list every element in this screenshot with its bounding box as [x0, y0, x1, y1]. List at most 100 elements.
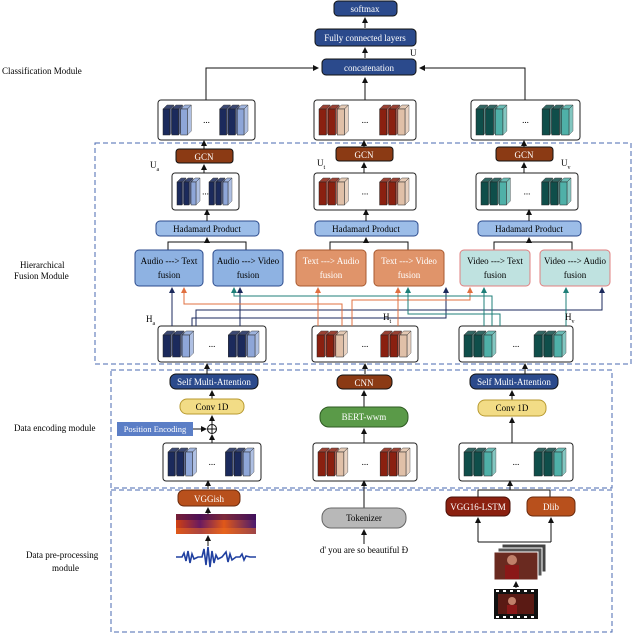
bert-wwm-box: BERT-wwm — [319, 406, 409, 428]
svg-text:fusion: fusion — [564, 270, 587, 280]
text-to-audio-fusion: Text ---> Audio fusion — [295, 249, 367, 287]
svg-text:GCN: GCN — [514, 150, 534, 160]
h-video-label: Hv — [565, 312, 575, 325]
self-attention-video: Self Multi-Attention — [469, 373, 559, 390]
hadamard-text: Hadamard Product — [314, 220, 419, 237]
svg-text:CNN: CNN — [354, 378, 374, 388]
ellipsis-label: ... — [524, 187, 531, 197]
svg-text:Conv 1D: Conv 1D — [496, 403, 529, 413]
feature-block-video-top: ... — [470, 99, 581, 141]
h-audio-label: Ha — [146, 314, 156, 327]
preprocess-region — [110, 489, 613, 633]
svg-text:fusion: fusion — [237, 270, 260, 280]
conv1d-audio: Conv 1D — [179, 398, 245, 415]
encoding-module-label: Data encoding module — [14, 423, 95, 433]
svg-text:fusion: fusion — [484, 270, 507, 280]
svg-text:Tokenizer: Tokenizer — [346, 513, 382, 523]
gcn-text: GCN — [335, 146, 394, 162]
video-frames-image — [493, 543, 547, 581]
self-attention-audio: Self Multi-Attention — [169, 373, 259, 390]
feature-block-video-encoded: ... — [458, 442, 574, 482]
fusion-module-label-1: Hierarchical — [20, 260, 65, 270]
ellipsis-label: ... — [362, 457, 369, 467]
classification-module-label: Classification Module — [2, 66, 82, 76]
conv1d-video: Conv 1D — [477, 399, 547, 417]
preprocess-module-label-1: Data pre-processing — [26, 550, 99, 560]
svg-text:GCN: GCN — [194, 152, 214, 162]
svg-text:VGGish: VGGish — [194, 494, 225, 504]
text-to-video-fusion: Text ---> Video fusion — [373, 249, 445, 287]
svg-text:GCN: GCN — [354, 150, 374, 160]
cross-modal-connectors — [169, 287, 605, 326]
svg-text:Hadamard Product: Hadamard Product — [332, 224, 400, 234]
u-label: U — [410, 48, 417, 58]
hadamard-audio: Hadamard Product — [155, 220, 260, 237]
u-audio-label: Ua — [150, 160, 160, 173]
gcn-video: GCN — [495, 146, 554, 162]
svg-text:fusion: fusion — [320, 270, 343, 280]
feature-block-text-encoded: ... — [312, 442, 418, 482]
fc-layers-label: Fully connected layers — [324, 33, 406, 43]
ellipsis-label: ... — [209, 339, 216, 349]
audio-to-video-fusion: Audio ---> Video fusion — [212, 249, 284, 287]
u-video-label: Uv — [561, 158, 571, 171]
encoding-region — [110, 369, 613, 489]
svg-text:Audio ---> Text: Audio ---> Text — [141, 256, 198, 266]
video-to-text-fusion: Video ---> Text fusion — [459, 249, 531, 287]
dlib-box: Dlib — [526, 496, 576, 517]
svg-text:Dlib: Dlib — [543, 502, 560, 512]
ellipsis-label: ... — [513, 339, 520, 349]
feature-block-audio-ua: ... — [171, 172, 240, 211]
svg-text:Conv 1D: Conv 1D — [196, 402, 229, 412]
input-sentence: d' you are so beautiful Ð — [320, 545, 409, 555]
video-filmstrip-image — [494, 589, 538, 619]
spectrogram-image — [176, 514, 256, 534]
gcn-audio: GCN — [175, 148, 234, 164]
ellipsis-label: ... — [362, 339, 369, 349]
preprocess-module-label-2: module — [52, 563, 79, 573]
svg-text:fusion: fusion — [398, 270, 421, 280]
feature-block-text-top: ... — [313, 99, 417, 141]
svg-text:Audio ---> Video: Audio ---> Video — [217, 256, 280, 266]
h-text-label: Ht — [383, 312, 392, 325]
ellipsis-label: ... — [203, 115, 210, 125]
ellipsis-label: ... — [202, 187, 209, 197]
svg-text:Text ---> Audio: Text ---> Audio — [303, 256, 360, 266]
position-encoding-box: Position Encoding — [117, 422, 193, 436]
feature-block-audio-encoded: ... — [162, 442, 262, 482]
svg-text:Self Multi-Attention: Self Multi-Attention — [477, 377, 551, 387]
feature-block-audio-ha: ... — [157, 325, 267, 363]
vgg16-lstm-box: VGG16-LSTM — [445, 496, 511, 517]
ellipsis-label: ... — [522, 115, 529, 125]
cnn-box: CNN — [336, 374, 393, 390]
tokenizer-box: Tokenizer — [321, 507, 407, 529]
ellipsis-label: ... — [513, 457, 520, 467]
softmax-box — [333, 0, 398, 17]
ellipsis-label: ... — [362, 187, 369, 197]
feature-block-audio-top: ... — [157, 99, 256, 141]
ellipsis-label: ... — [209, 457, 216, 467]
concatenation-label: concatenation — [344, 63, 394, 73]
u-text-label: Ut — [317, 158, 326, 171]
softmax-label: softmax — [351, 4, 380, 14]
audio-to-text-fusion: Audio ---> Text fusion — [134, 249, 204, 287]
svg-text:Hadamard Product: Hadamard Product — [495, 224, 563, 234]
feature-block-text-ht: ... — [311, 325, 419, 363]
fc-layers-box — [314, 28, 417, 47]
svg-text:BERT-wwm: BERT-wwm — [342, 412, 387, 422]
svg-text:Self Multi-Attention: Self Multi-Attention — [177, 377, 251, 387]
svg-text:Video ---> Text: Video ---> Text — [467, 256, 523, 266]
add-operator-icon — [207, 424, 217, 434]
fusion-module-label-2: Fusion Module — [14, 271, 69, 281]
svg-text:Video ---> Audio: Video ---> Audio — [544, 256, 607, 266]
svg-text:fusion: fusion — [158, 270, 181, 280]
feature-block-video-hv: ... — [458, 325, 574, 363]
svg-text:Text ---> Video: Text ---> Video — [381, 256, 437, 266]
hadamard-video: Hadamard Product — [477, 220, 582, 237]
vggish-box: VGGish — [177, 489, 241, 507]
svg-text:Position Encoding: Position Encoding — [124, 424, 187, 434]
feature-block-video-uv: ... — [475, 172, 579, 211]
video-to-audio-fusion: Video ---> Audio fusion — [539, 249, 611, 287]
feature-block-text-ut: ... — [313, 172, 417, 211]
